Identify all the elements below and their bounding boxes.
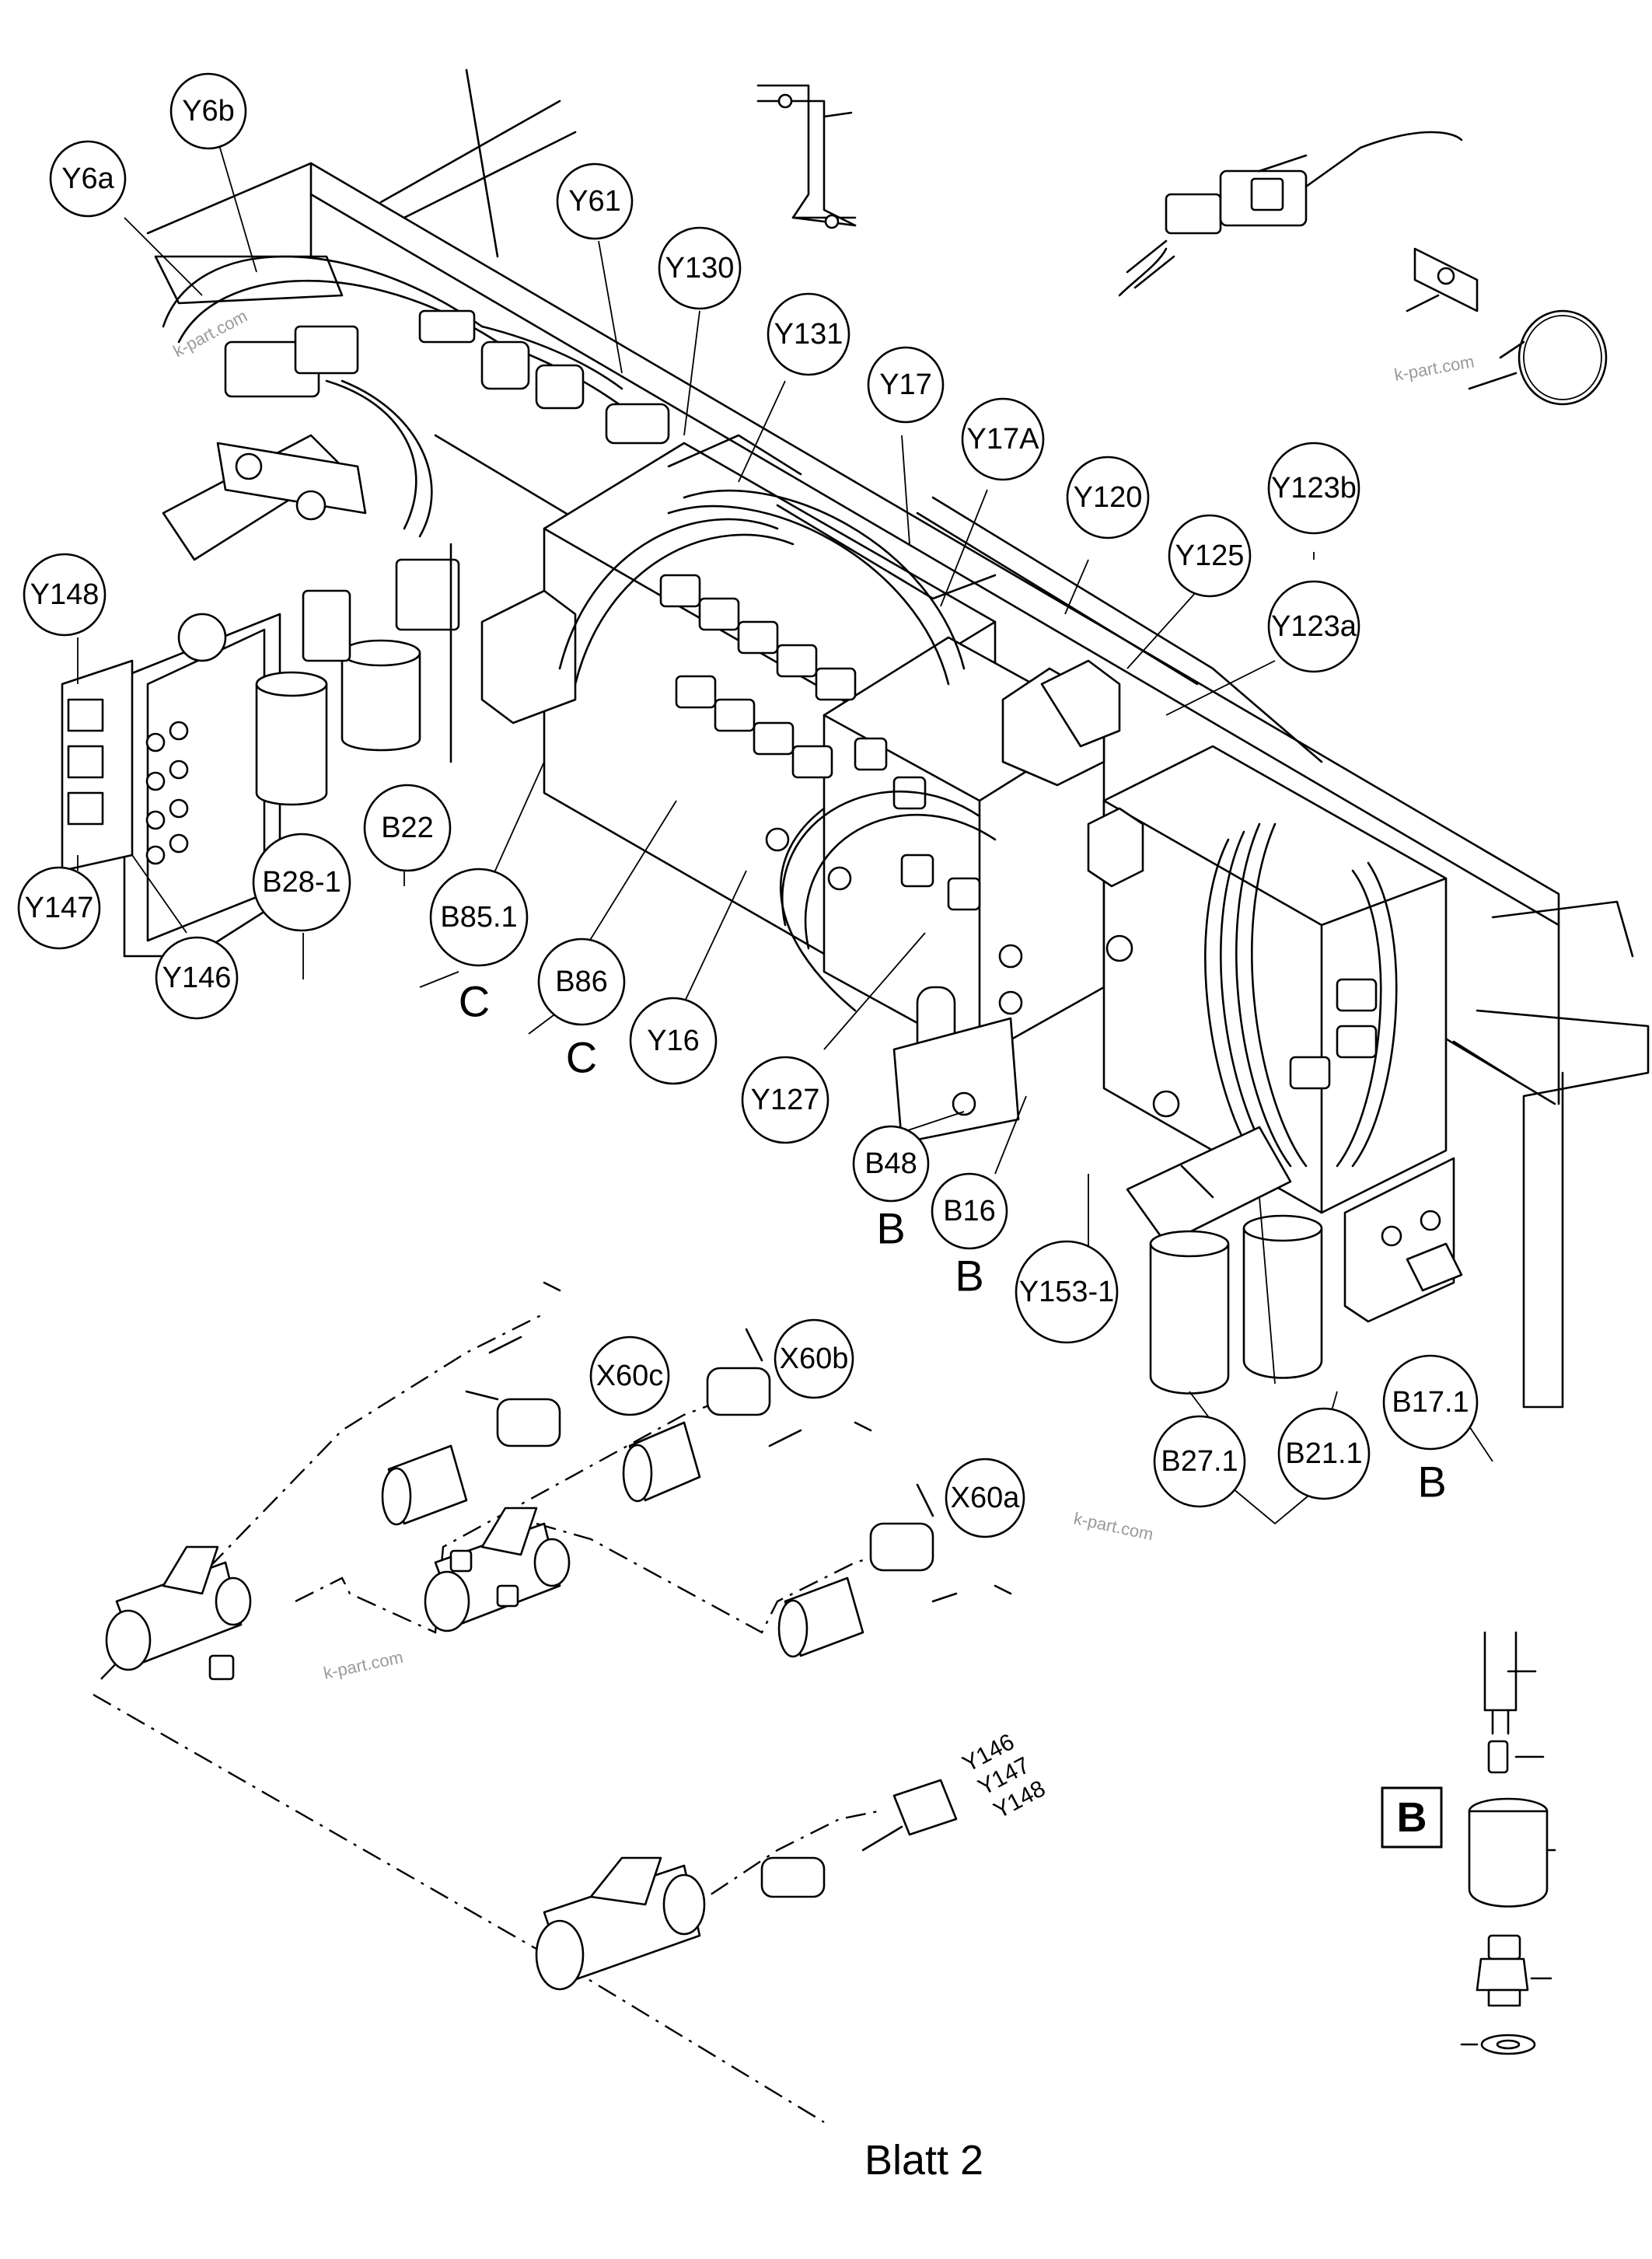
svg-text:B27.1: B27.1 — [1161, 1445, 1238, 1478]
svg-text:Y153-1: Y153-1 — [1019, 1276, 1115, 1308]
svg-text:Y6b: Y6b — [182, 95, 235, 127]
watermark: k-part.com — [322, 1647, 405, 1683]
svg-text:Y147: Y147 — [25, 892, 94, 924]
callout-Y61: Y61 — [556, 162, 634, 240]
right-valve-stack — [916, 496, 1448, 1214]
svg-text:Y127: Y127 — [751, 1084, 820, 1116]
callout-Y17A: Y17A — [961, 397, 1045, 481]
svg-text:Y130: Y130 — [665, 252, 735, 285]
watermark: k-part.com — [1393, 351, 1476, 385]
callout-B27.1: B27.1 — [1153, 1415, 1246, 1508]
central-valve-block — [480, 434, 1121, 1059]
callout-Y147: Y147 — [17, 866, 101, 950]
svg-text:Y61: Y61 — [568, 185, 621, 218]
svg-text:B16: B16 — [943, 1195, 996, 1227]
callout-Y125: Y125 — [1168, 514, 1252, 598]
callout-Y146: Y146 — [155, 936, 239, 1020]
callout-Y120: Y120 — [1066, 456, 1150, 539]
watermark: k-part.com — [1072, 1508, 1155, 1544]
callout-B17.1: B17.1 — [1382, 1354, 1479, 1451]
svg-text:B22: B22 — [381, 812, 434, 844]
svg-text:B17.1: B17.1 — [1392, 1386, 1469, 1419]
sensor-b48 — [780, 807, 1020, 1144]
detail-letter-b: B — [876, 1204, 905, 1253]
callout-Y123b: Y123b — [1267, 442, 1360, 535]
detail-letter-c: C — [459, 977, 490, 1026]
sheet-caption: Blatt 2 — [864, 2137, 983, 2184]
left-filter-housings — [255, 543, 460, 806]
callout-Y17: Y17 — [867, 346, 945, 424]
svg-text:Y123a: Y123a — [1271, 610, 1357, 643]
callout-Y6a: Y6a — [49, 140, 127, 218]
callout-B48: B48 — [852, 1125, 930, 1203]
t-fitting-bottom — [535, 1856, 706, 1991]
detail-b-pressure-switch: B — [1381, 1631, 1556, 2055]
top-right-detail-parts — [756, 84, 1608, 406]
callout-Y123a: Y123a — [1267, 580, 1360, 673]
svg-text:Y146: Y146 — [162, 962, 232, 994]
detail-letter-b: B — [955, 1252, 983, 1301]
contact-pins — [465, 1281, 1012, 1603]
leader-lines — [77, 139, 1493, 1525]
callout-Y131: Y131 — [767, 292, 850, 376]
callout-Y153-1: Y153-1 — [1015, 1240, 1119, 1344]
svg-text:B21.1: B21.1 — [1285, 1437, 1362, 1470]
svg-text:Y17: Y17 — [879, 368, 932, 401]
svg-text:B28-1: B28-1 — [262, 866, 341, 899]
callout-Y130: Y130 — [658, 226, 742, 310]
callout-X60b: X60b — [774, 1318, 854, 1399]
callout-B85.1: B85.1 — [429, 868, 529, 967]
callout-B28-1: B28-1 — [252, 833, 351, 932]
connector-nuts — [496, 1367, 958, 1898]
svg-text:X60b: X60b — [780, 1342, 849, 1375]
svg-text:Y120: Y120 — [1074, 481, 1143, 514]
callout-X60a: X60a — [945, 1458, 1025, 1538]
callout-B86: B86 — [537, 937, 626, 1026]
detail-letter-c: C — [566, 1033, 597, 1082]
svg-text:Y6a: Y6a — [61, 162, 114, 195]
detail-b-box-label: B — [1397, 1794, 1427, 1841]
svg-text:Y125: Y125 — [1175, 539, 1245, 572]
t-fitting-left — [105, 1545, 252, 1681]
left-mount-bracket — [61, 434, 344, 958]
t-fitting-middle — [424, 1507, 571, 1632]
callout-Y127: Y127 — [741, 1056, 829, 1144]
svg-text:B48: B48 — [864, 1147, 917, 1180]
callout-B21.1: B21.1 — [1277, 1407, 1371, 1500]
svg-text:Y17A: Y17A — [967, 423, 1040, 456]
svg-text:B85.1: B85.1 — [440, 901, 517, 934]
callout-Y16: Y16 — [629, 997, 718, 1085]
callout-B16: B16 — [931, 1172, 1008, 1250]
svg-text:X60c: X60c — [596, 1360, 664, 1392]
svg-text:Y148: Y148 — [30, 578, 100, 611]
svg-text:Y123b: Y123b — [1271, 472, 1357, 505]
svg-text:B86: B86 — [555, 965, 608, 998]
svg-text:Y131: Y131 — [774, 318, 843, 351]
plug-labels: Y146 Y147 Y148 — [959, 1729, 1050, 1824]
detail-letter-b: B — [1417, 1458, 1446, 1507]
callout-Y148: Y148 — [23, 553, 107, 637]
detail-letters: C C B B B — [459, 977, 1447, 1507]
sleeve-parts — [381, 1421, 864, 1658]
callout-B22: B22 — [363, 784, 452, 872]
callout-X60c: X60c — [589, 1335, 670, 1416]
callout-Y6b: Y6b — [169, 72, 247, 150]
upper-left-valve-group — [154, 255, 670, 538]
svg-text:Y16: Y16 — [647, 1025, 700, 1057]
detail-b-box — [1381, 1786, 1443, 1849]
callout-bubbles: Y6a Y6b Y61 Y130 Y131 Y17 Y17A Y120 Y123… — [17, 72, 1479, 1538]
right-filter-housings — [1126, 1126, 1463, 1395]
svg-text:X60a: X60a — [951, 1482, 1021, 1514]
hose-fittings-exploded — [93, 1281, 1012, 2124]
